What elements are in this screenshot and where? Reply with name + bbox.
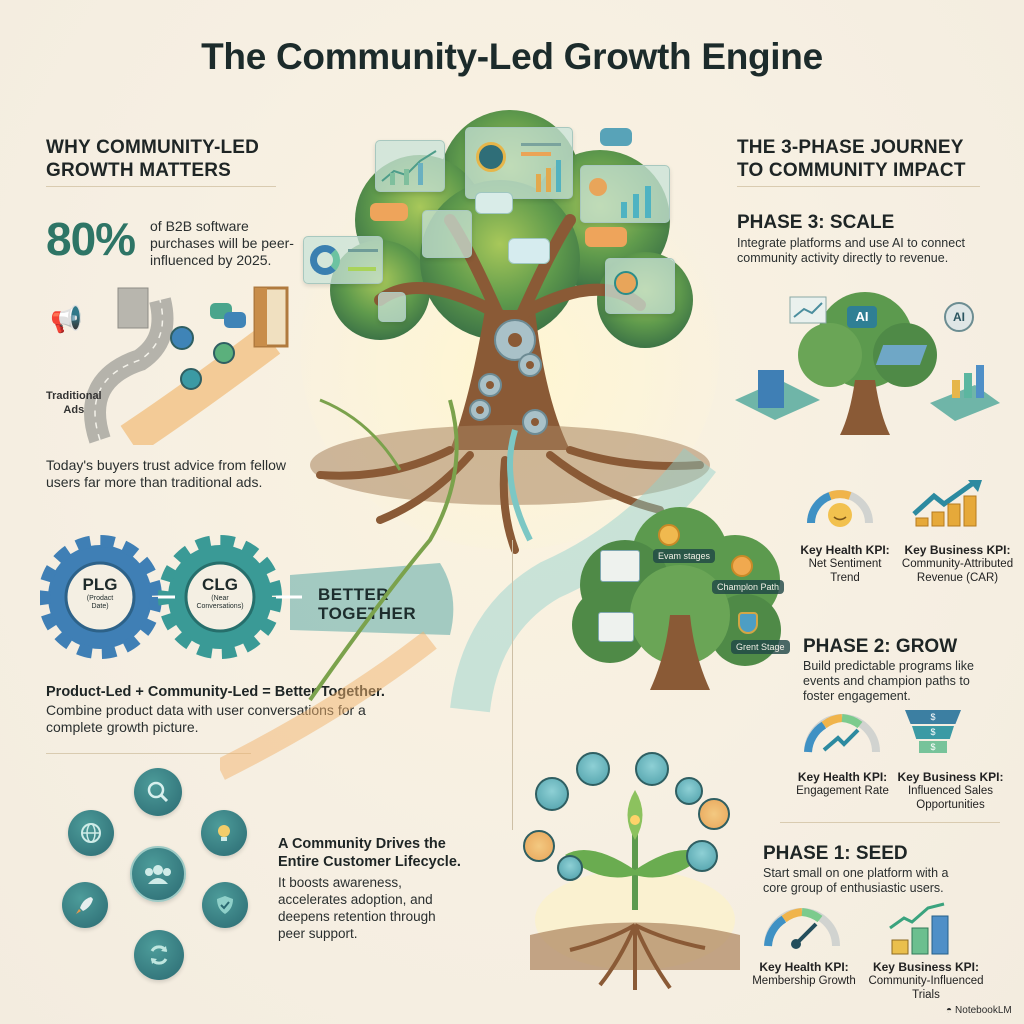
better-together-banner: BETTER TOGETHER	[318, 585, 417, 623]
clg-gear: CLG (Near Conversations)	[196, 575, 244, 610]
chat-bubble-light	[475, 192, 513, 214]
dashboard-card-line-chart	[375, 140, 445, 192]
dashboard-card-profile-2	[605, 258, 675, 314]
phase-2-title: PHASE 2: GROW	[803, 636, 958, 657]
calendar-chart-icon	[600, 550, 640, 582]
dashboard-card-profile	[465, 127, 573, 199]
grow-tree-illustration	[572, 507, 781, 690]
globe-icon	[68, 810, 114, 856]
page-title: The Community-Led Growth Engine	[201, 36, 823, 77]
ai-node: AI	[847, 306, 877, 328]
divider	[46, 186, 276, 187]
stat-description: of B2B software purchases will be peer- …	[150, 218, 294, 268]
revenue-coins-icon	[912, 480, 982, 527]
phase-2-business-kpi: Key Business KPI: Influenced Sales Oppor…	[897, 770, 1004, 811]
tree-tag-3: Grent Stage	[731, 640, 790, 654]
lifecycle-headline: A Community Drives the Entire Customer L…	[278, 836, 461, 870]
divider	[780, 822, 1000, 823]
notebooklm-logo-icon: ◓	[946, 1005, 953, 1016]
phase-3-health-kpi: Key Health KPI: Net Sentiment Trend	[800, 543, 890, 584]
phase-2-description: Build predictable programs like events a…	[803, 659, 974, 703]
checklist-icon	[598, 612, 634, 642]
chat-bubble-orange	[370, 203, 408, 221]
community-member-avatar	[635, 752, 669, 786]
rocket-icon	[62, 882, 108, 928]
community-member-avatar	[535, 777, 569, 811]
plg-clg-caption: Combine product data with user conversat…	[46, 702, 366, 735]
phase-1-title: PHASE 1: SEED	[763, 843, 908, 864]
sentiment-gauge-icon	[807, 490, 873, 527]
phase-1-description: Start small on one platform with a core …	[763, 866, 949, 895]
shield-check-icon	[202, 882, 248, 928]
tree-tag-1: Evam stages	[653, 549, 716, 563]
phase-1-health-kpi: Key Health KPI: Membership Growth	[752, 960, 856, 987]
lifecycle-caption: It boosts awareness, accelerates adoptio…	[278, 875, 436, 941]
community-member-avatar	[523, 830, 555, 862]
engagement-gauge-icon	[804, 714, 880, 753]
divider	[737, 186, 980, 187]
user-node-icon	[180, 368, 202, 390]
tree-tag-2: Champlon Path	[712, 580, 785, 594]
community-member-avatar	[576, 752, 610, 786]
vertical-divider	[512, 540, 513, 830]
user-node-icon	[170, 326, 194, 350]
star-badge-icon	[658, 524, 680, 546]
phase-3-business-kpi: Key Business KPI: Community-Attributed R…	[901, 543, 1014, 584]
community-member-avatar	[557, 855, 583, 881]
notebooklm-watermark: ◓ NotebookLM	[946, 1005, 1012, 1016]
why-caption: Today's buyers trust advice from fellow …	[46, 457, 286, 490]
stat-80-percent: 80%	[46, 213, 136, 265]
dashboard-card-bar-chart	[580, 165, 670, 223]
community-member-avatar	[698, 798, 730, 830]
phase-3-description: Integrate platforms and use AI to connec…	[737, 236, 965, 265]
profile-avatar-icon	[476, 142, 506, 172]
chat-bubble-dots	[600, 128, 632, 146]
plg-clg-headline: Product-Led + Community-Led = Better Tog…	[46, 684, 385, 700]
chat-bubble-blue	[508, 238, 550, 264]
dashboard-card-donut	[303, 236, 383, 284]
vine-and-river-decoration	[220, 398, 716, 780]
community-icon	[130, 846, 186, 902]
membership-gauge-icon	[764, 908, 840, 949]
journey-heading: THE 3-PHASE JOURNEY TO COMMUNITY IMPACT	[737, 137, 966, 181]
phase-3-title: PHASE 3: SCALE	[737, 212, 895, 233]
star-badge-icon	[731, 555, 753, 577]
ads-vs-peers-illustration	[84, 286, 289, 445]
refresh-icon	[134, 930, 184, 980]
phase-1-business-kpi: Key Business KPI: Community-Influenced T…	[868, 960, 984, 1001]
traditional-ads-label: Traditional Ads	[46, 390, 102, 416]
chat-bubble-user	[585, 227, 627, 247]
dashboard-card-small-profile	[422, 210, 472, 258]
shield-star-badge-icon	[738, 612, 758, 634]
user-card-icon	[378, 292, 406, 322]
plg-clg-gears-illustration	[40, 535, 454, 659]
ai-gear-icon: AI	[944, 302, 974, 332]
community-member-avatar	[686, 840, 718, 872]
divider	[46, 753, 251, 754]
search-icon	[134, 768, 182, 816]
ai-tree-illustration	[735, 292, 1000, 435]
trials-coins-stack-icon	[889, 902, 949, 955]
sales-funnel-icon: $ $ $	[905, 710, 965, 753]
phase-2-health-kpi: Key Health KPI: Engagement Rate	[796, 770, 889, 797]
why-heading: WHY COMMUNITY-LED GROWTH MATTERS	[46, 137, 260, 181]
plg-gear: PLG (Prodact Date)	[82, 575, 118, 610]
community-member-avatar	[675, 777, 703, 805]
seedling-illustration	[530, 790, 740, 990]
chat-bubble-icon	[224, 312, 246, 328]
megaphone-icon: 📢	[50, 304, 83, 334]
user-node-icon	[213, 342, 235, 364]
lightbulb-icon	[201, 810, 247, 856]
